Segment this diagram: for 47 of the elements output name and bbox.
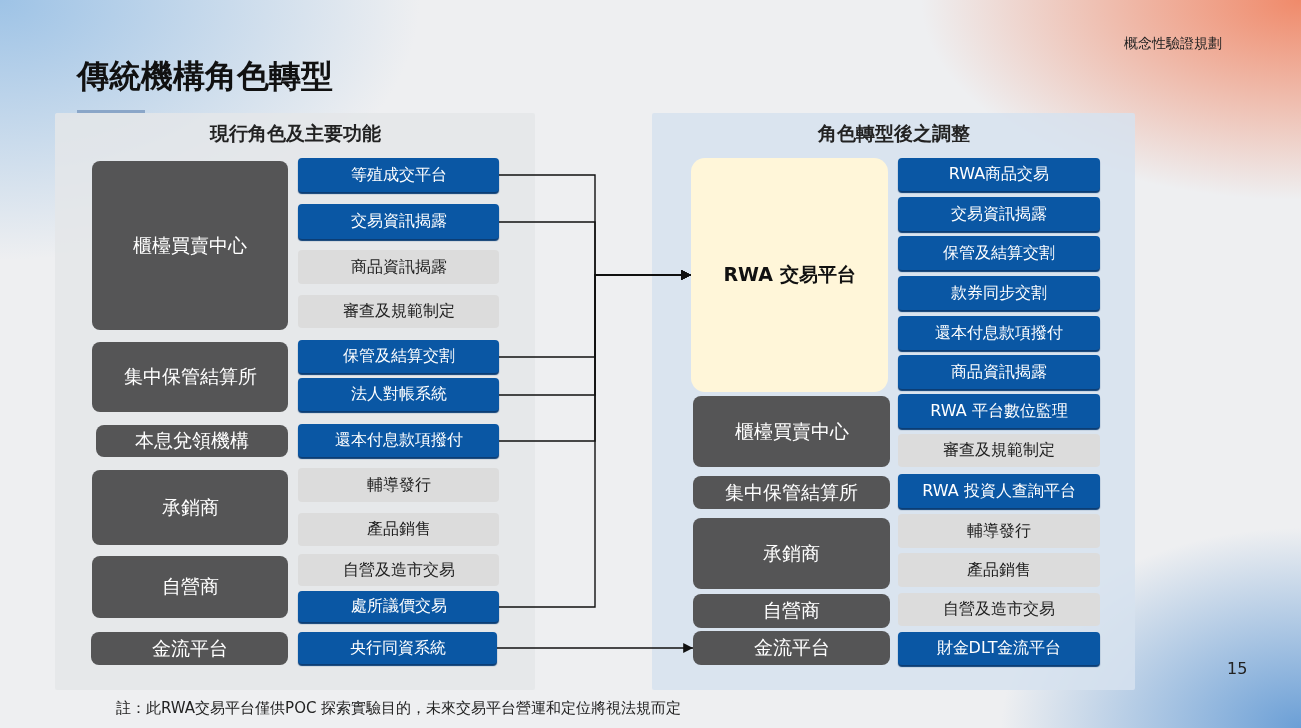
function-box: 商品資訊揭露 (898, 355, 1100, 389)
panel-heading: 角色轉型後之調整 (816, 121, 971, 146)
function-box: 還本付息款項撥付 (298, 424, 499, 457)
function-box: 央行同資系統 (298, 632, 497, 664)
function-box: 審查及規範制定 (298, 295, 499, 328)
role-box: 自營商 (693, 594, 890, 628)
function-box: 款券同步交割 (898, 276, 1100, 310)
arrow (498, 270, 692, 608)
function-box: 產品銷售 (298, 513, 499, 546)
function-box: 輔導發行 (298, 468, 499, 502)
function-box: 審查及規範制定 (898, 434, 1100, 467)
function-box: 處所議價交易 (298, 591, 499, 622)
function-box: 輔導發行 (898, 514, 1100, 548)
role-box: 承銷商 (92, 470, 288, 545)
function-box: 自營及造市交易 (298, 554, 499, 586)
role-box: 承銷商 (693, 518, 890, 589)
function-box: 保管及結算交割 (898, 236, 1100, 270)
role-box: 櫃檯買賣中心 (92, 161, 288, 330)
footnote: 註：此RWA交易平台僅供POC 探索實驗目的，未來交易平台營運和定位將視法規而定 (116, 699, 682, 718)
slide-title: 傳統機構角色轉型 (77, 56, 333, 97)
platform-box: RWA 交易平台 (691, 158, 888, 392)
header-label: 概念性驗證規劃 (1124, 35, 1222, 53)
role-box: 櫃檯買賣中心 (693, 396, 890, 467)
page-number: 15 (1227, 659, 1248, 678)
function-box: 交易資訊揭露 (298, 204, 499, 239)
panel (55, 113, 535, 690)
panel-heading: 現行角色及主要功能 (208, 121, 382, 146)
role-box: 自營商 (92, 556, 288, 618)
function-box: 自營及造市交易 (898, 593, 1100, 626)
role-box: 金流平台 (693, 631, 890, 665)
function-box: 產品銷售 (898, 553, 1100, 587)
role-box: 集中保管結算所 (92, 342, 288, 412)
function-box: 商品資訊揭露 (298, 250, 499, 284)
role-box: 本息兌領機構 (96, 425, 288, 457)
function-box: RWA 投資人查詢平台 (898, 474, 1100, 508)
panel (652, 113, 1135, 690)
arrow (496, 643, 694, 653)
function-box: 交易資訊揭露 (898, 197, 1100, 231)
role-box: 金流平台 (91, 632, 288, 665)
function-box: 還本付息款項撥付 (898, 316, 1100, 350)
function-box: 法人對帳系統 (298, 378, 499, 411)
function-box: 等殖成交平台 (298, 158, 499, 192)
function-box: RWA 平台數位監理 (898, 394, 1100, 428)
function-box: 保管及結算交割 (298, 340, 499, 373)
role-box: 集中保管結算所 (693, 476, 890, 509)
function-box: RWA商品交易 (898, 158, 1100, 191)
function-box: 財金DLT金流平台 (898, 632, 1100, 665)
